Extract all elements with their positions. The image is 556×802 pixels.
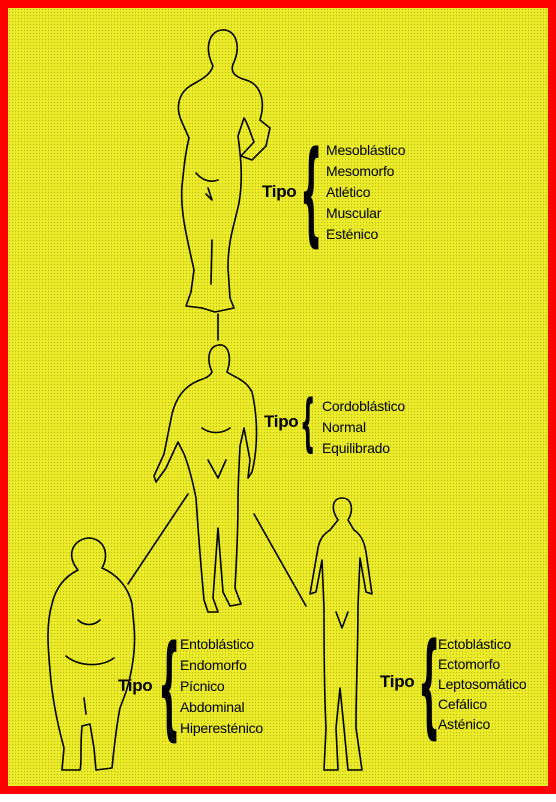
type-item: Normal (322, 417, 405, 438)
mesomorph-figure (178, 30, 270, 312)
curly-brace: { (158, 624, 180, 750)
type-item: Muscular (326, 203, 405, 224)
type-item: Leptosomático (438, 674, 526, 694)
type-item: Equilibrado (322, 438, 405, 459)
type-item: Atlético (326, 182, 405, 203)
type-item: Cordoblástico (322, 396, 405, 417)
type-item: Pícnico (180, 676, 263, 697)
tipo-label: Tipo (264, 412, 298, 432)
curly-brace: { (300, 388, 315, 458)
type-item: Entoblástico (180, 634, 263, 655)
tipo-label: Tipo (118, 676, 152, 696)
type-item: Asténico (438, 714, 526, 734)
type-item: Mesoblástico (326, 140, 405, 161)
type-item: Cefálico (438, 694, 526, 714)
type-item: Hiperesténico (180, 718, 263, 739)
type-item: Esténico (326, 224, 405, 245)
curly-brace: { (300, 130, 322, 256)
tipo-label: Tipo (262, 182, 296, 202)
ectomorph-figure (310, 498, 372, 770)
type-item: Endomorfo (180, 655, 263, 676)
type-items-list: Entoblástico Endomorfo Pícnico Abdominal… (180, 634, 263, 739)
connector-lines (128, 314, 306, 606)
type-items-list: Ectoblástico Ectomorfo Leptosomático Cef… (438, 634, 526, 734)
curly-brace: { (418, 622, 440, 748)
tipo-label: Tipo (380, 672, 414, 692)
normotype-figure (154, 345, 257, 612)
endomorph-figure (48, 538, 135, 770)
type-item: Abdominal (180, 697, 263, 718)
type-items-list: Mesoblástico Mesomorfo Atlético Muscular… (326, 140, 405, 245)
type-item: Mesomorfo (326, 161, 405, 182)
type-items-list: Cordoblástico Normal Equilibrado (322, 396, 405, 459)
type-item: Ectoblástico (438, 634, 526, 654)
type-item: Ectomorfo (438, 654, 526, 674)
